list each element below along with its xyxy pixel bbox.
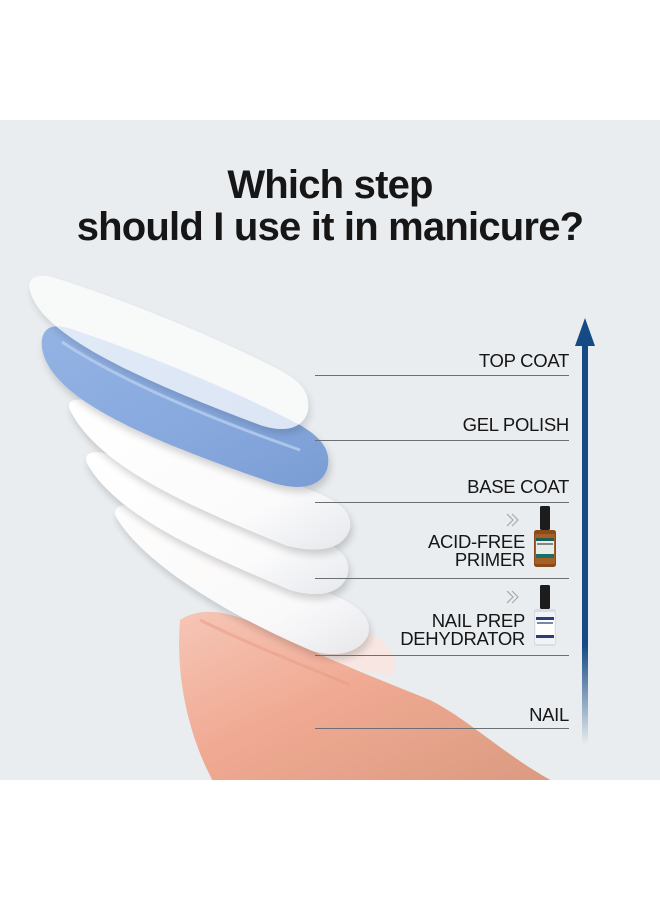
primer-layer [86,452,349,594]
label-base-coat: BASE COAT [467,476,569,497]
divider-gel-polish [315,440,569,441]
divider-acid-free-primer [315,578,569,579]
title-line-2: should I use it in manicure? [76,205,584,249]
divider-base-coat [315,502,569,503]
dehydrator-bottle-icon [534,585,556,646]
dehydrator-layer [114,505,369,655]
nail-layers-illustration [29,275,595,780]
label-gel-polish: GEL POLISH [462,414,570,435]
base-coat-layer [69,399,351,550]
double-chevron-right-icon [506,513,519,527]
page-title: Which step should I use it in manicure? [0,164,660,248]
primer-bottle-icon [534,506,556,567]
divider-nail-prep-dehydrator [315,655,569,656]
divider-top-coat [315,375,569,376]
label-nail: NAIL [529,704,569,725]
label-top-coat: TOP COAT [478,350,569,371]
top-coat-layer [29,275,309,430]
double-chevron-right-icon [506,590,519,604]
label-nail-prep-dehydrator: NAIL PREP DEHYDRATOR [400,610,525,649]
divider-nail [315,728,569,729]
infographic-panel: Which step should I use it in manicure? [0,120,660,780]
arrow-up-icon [575,318,595,745]
label-acid-free-primer: ACID-FREE PRIMER [428,531,525,570]
title-line-1: Which step [227,163,433,207]
